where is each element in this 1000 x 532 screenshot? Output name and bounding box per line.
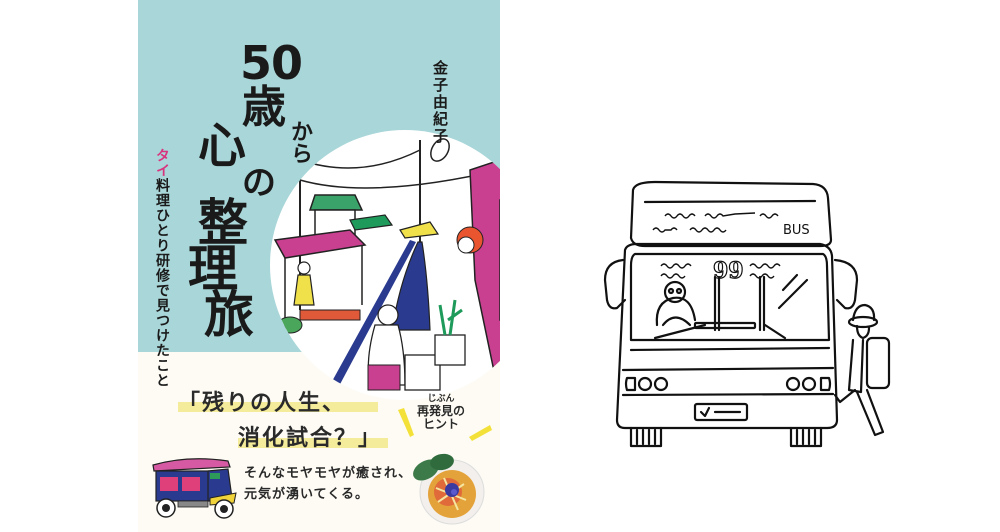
burst-lines-icon <box>398 408 492 441</box>
title-char: 旅 <box>204 286 254 344</box>
hint-badge: じぶん 再発見の ヒント <box>406 394 476 432</box>
hint-line-2: ヒント <box>422 417 459 432</box>
quote-highlight <box>178 402 378 412</box>
quote-line-1: 「残りの人生、 <box>178 390 347 416</box>
tuk-tuk-icon <box>152 458 237 519</box>
book-subtitle: タイ料理ひとり研修で見つけたこと <box>152 148 172 388</box>
body-line-1: そんなモヤモヤが癒され、 <box>244 466 413 481</box>
title-char: 歳 <box>242 82 286 133</box>
title-kana: から <box>287 120 312 164</box>
market-street-illustration <box>270 130 500 400</box>
body-copy: そんなモヤモヤが癒され、 元気が湧いてくる。 <box>244 463 412 505</box>
hint-small: じぶん <box>427 394 455 404</box>
title-char: 心 <box>198 118 247 174</box>
title-char: 理 <box>188 240 238 298</box>
title-char: 整 <box>198 194 248 252</box>
hint-line-1: 再発見の <box>416 403 465 418</box>
quote-highlight <box>238 438 388 448</box>
route-number: 99 <box>713 258 744 284</box>
author-name: 金子由紀子 <box>431 60 449 145</box>
bus-illustration: BUS 99 <box>595 180 905 450</box>
bus-sign-label: BUS <box>783 223 810 238</box>
market-scene-icon <box>273 138 500 400</box>
body-line-2: 元気が湧いてくる。 <box>244 487 369 502</box>
title-kana: の <box>242 163 276 203</box>
bus-front-icon: BUS 99 <box>603 180 891 448</box>
subtitle-accent: タイ <box>154 148 170 178</box>
book-cover: 50 歳 から 心 の 整 理 旅 タイ料理ひとり研修で見つけたこと 金子由紀子… <box>138 0 500 532</box>
subtitle-rest: 料理ひとり研修で見つけたこと <box>154 178 170 388</box>
quote-line-2: 消化試合？」 <box>238 425 383 451</box>
title-number: 50 <box>240 36 303 90</box>
papaya-salad-dish-icon <box>413 453 485 525</box>
